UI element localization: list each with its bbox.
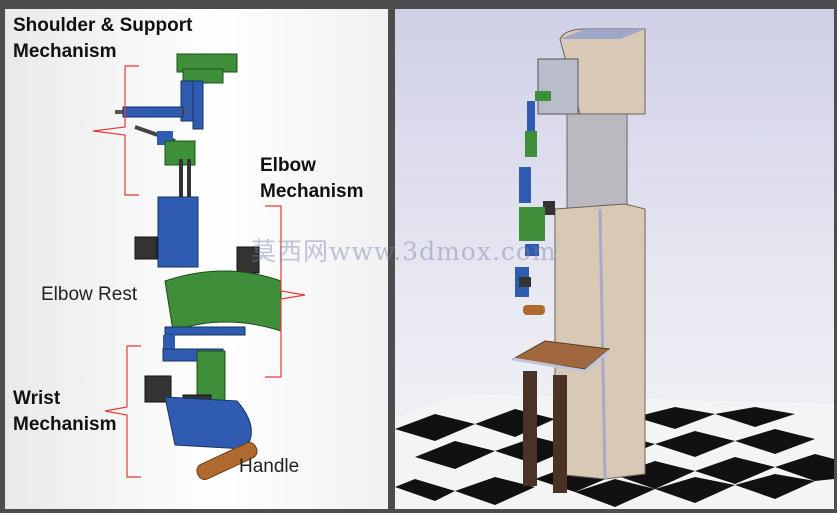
elbow-bracket	[265, 205, 306, 378]
assembled-scene	[395, 28, 834, 509]
wrist-mechanism	[144, 348, 252, 450]
wrist-bracket	[104, 345, 141, 478]
elbow-mechanism	[134, 196, 282, 353]
label-shoulder-support: Shoulder & Support Mechanism	[13, 13, 192, 65]
label-shoulder-line2: Mechanism	[13, 41, 117, 62]
label-wrist-line1: Wrist	[13, 388, 61, 409]
label-handle: Handle	[239, 456, 300, 477]
shoulder-bracket	[92, 65, 139, 196]
exploded-view-panel: Shoulder & Support Mechanism Elbow Mecha…	[5, 9, 388, 509]
mounted-arm	[515, 91, 555, 315]
watermark: 莫西网www.3dmox.com	[251, 237, 557, 266]
label-wrist-mechanism: Wrist Mechanism	[13, 386, 116, 438]
exploded-arm-assembly	[92, 53, 306, 480]
label-shoulder-line1: Shoulder & Support	[13, 15, 193, 36]
assembled-view-panel	[395, 9, 834, 509]
label-elbow-line1: Elbow	[260, 155, 316, 176]
chair	[511, 340, 611, 493]
label-elbow-mechanism: Elbow Mechanism	[260, 153, 363, 205]
label-elbow-rest: Elbow Rest	[41, 284, 138, 305]
label-elbow-line2: Mechanism	[260, 181, 364, 202]
handle-part	[196, 442, 258, 480]
label-wrist-line2: Mechanism	[13, 414, 117, 435]
shoulder-mechanism	[115, 53, 238, 209]
